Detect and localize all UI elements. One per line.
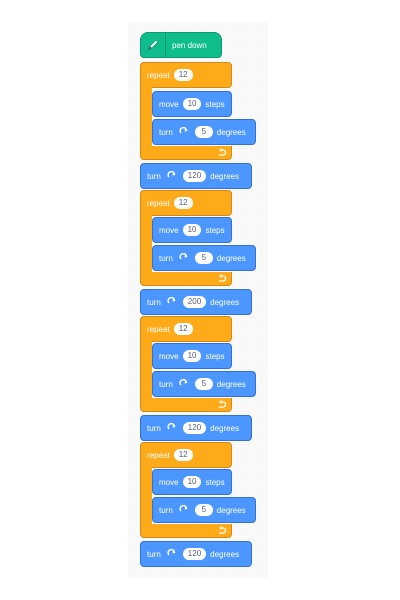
repeat-label: repeat: [147, 70, 170, 80]
pen-down-block[interactable]: pen down: [140, 32, 222, 58]
turn-degrees-input[interactable]: 5: [194, 126, 213, 138]
loop-arrow-icon: [219, 526, 227, 534]
steps-label: steps: [205, 351, 225, 361]
turn-degrees-input[interactable]: 5: [194, 252, 213, 264]
turn-degrees-input[interactable]: 120: [182, 170, 207, 182]
move-steps-input[interactable]: 10: [182, 224, 202, 236]
rotate-right-icon: [179, 379, 188, 386]
turn-degrees-input[interactable]: 200: [182, 296, 207, 308]
turn-label: turn: [147, 171, 161, 181]
repeat-arm: [140, 86, 152, 150]
pen-down-label: pen down: [172, 40, 207, 50]
repeat-label: repeat: [147, 198, 170, 208]
move-label: move: [159, 225, 179, 235]
pen-extension-icon-area: [141, 33, 166, 57]
repeat-block[interactable]: repeat 12: [140, 62, 232, 88]
degrees-label: degrees: [216, 253, 246, 263]
turn-label: turn: [159, 253, 173, 263]
repeat-block[interactable]: repeat 12: [140, 442, 232, 468]
repeat-count-input[interactable]: 12: [173, 197, 193, 209]
repeat-arm: [140, 340, 152, 404]
repeat-block[interactable]: repeat 12: [140, 316, 232, 342]
repeat-foot: [140, 524, 232, 538]
repeat-block[interactable]: repeat 12: [140, 190, 232, 216]
turn-block[interactable]: turn 5 degrees: [152, 497, 256, 523]
turn-degrees-input[interactable]: 5: [194, 504, 213, 516]
loop-arrow-icon: [219, 148, 227, 156]
rotate-right-icon: [167, 423, 176, 430]
rotate-right-icon: [179, 505, 188, 512]
rotate-right-icon: [167, 297, 176, 304]
turn-block[interactable]: turn 200 degrees: [140, 289, 252, 315]
loop-arrow-icon: [219, 274, 227, 282]
turn-block[interactable]: turn 5 degrees: [152, 371, 256, 397]
turn-degrees-input[interactable]: 120: [182, 548, 207, 560]
rotate-right-icon: [179, 127, 188, 134]
steps-label: steps: [205, 99, 225, 109]
turn-block[interactable]: turn 120 degrees: [140, 541, 252, 567]
move-steps-input[interactable]: 10: [182, 98, 202, 110]
move-label: move: [159, 477, 179, 487]
degrees-label: degrees: [210, 171, 240, 181]
repeat-label: repeat: [147, 324, 170, 334]
turn-label: turn: [159, 379, 173, 389]
turn-block[interactable]: turn 120 degrees: [140, 163, 252, 189]
turn-block[interactable]: turn 5 degrees: [152, 245, 256, 271]
move-steps-input[interactable]: 10: [182, 476, 202, 488]
degrees-label: degrees: [210, 297, 240, 307]
move-block[interactable]: move 10 steps: [152, 217, 232, 243]
rotate-right-icon: [167, 549, 176, 556]
steps-label: steps: [205, 225, 225, 235]
turn-degrees-input[interactable]: 120: [182, 422, 207, 434]
turn-block[interactable]: turn 120 degrees: [140, 415, 252, 441]
move-label: move: [159, 99, 179, 109]
repeat-arm: [140, 466, 152, 530]
move-steps-input[interactable]: 10: [182, 350, 202, 362]
repeat-label: repeat: [147, 450, 170, 460]
repeat-arm: [140, 214, 152, 278]
steps-label: steps: [205, 477, 225, 487]
repeat-foot: [140, 146, 232, 160]
repeat-count-input[interactable]: 12: [173, 449, 193, 461]
move-block[interactable]: move 10 steps: [152, 343, 232, 369]
degrees-label: degrees: [216, 127, 246, 137]
turn-degrees-input[interactable]: 5: [194, 378, 213, 390]
repeat-foot: [140, 398, 232, 412]
turn-label: turn: [147, 297, 161, 307]
move-block[interactable]: move 10 steps: [152, 91, 232, 117]
move-block[interactable]: move 10 steps: [152, 469, 232, 495]
degrees-label: degrees: [216, 379, 246, 389]
repeat-count-input[interactable]: 12: [173, 69, 193, 81]
rotate-right-icon: [167, 171, 176, 178]
turn-label: turn: [159, 505, 173, 515]
repeat-foot: [140, 272, 232, 286]
degrees-label: degrees: [210, 549, 240, 559]
turn-label: turn: [159, 127, 173, 137]
turn-label: turn: [147, 423, 161, 433]
turn-label: turn: [147, 549, 161, 559]
script-stack: pen down repeat 12 move 10 steps turn 5 …: [140, 0, 264, 580]
rotate-right-icon: [179, 253, 188, 260]
turn-block[interactable]: turn 5 degrees: [152, 119, 256, 145]
pen-icon: [147, 39, 159, 51]
loop-arrow-icon: [219, 400, 227, 408]
repeat-count-input[interactable]: 12: [173, 323, 193, 335]
degrees-label: degrees: [216, 505, 246, 515]
move-label: move: [159, 351, 179, 361]
degrees-label: degrees: [210, 423, 240, 433]
